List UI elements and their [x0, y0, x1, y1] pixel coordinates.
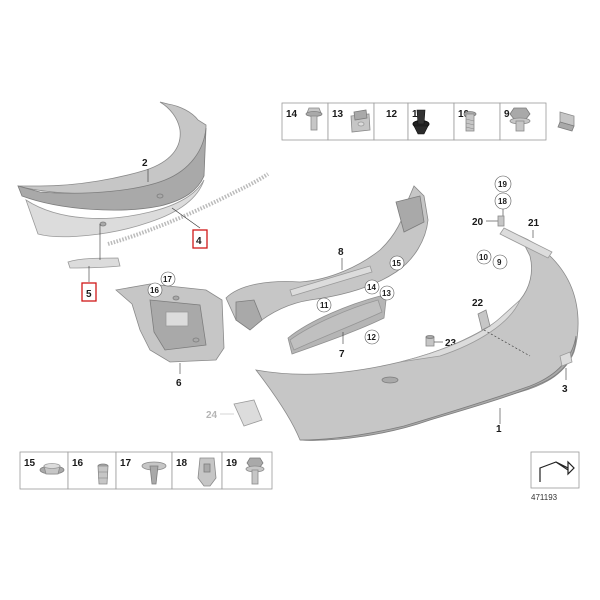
- label-18-callout: 18: [498, 197, 507, 206]
- clip-part-20[interactable]: [497, 215, 505, 227]
- strip-part-21[interactable]: [499, 227, 553, 259]
- clip-nut-icon: [350, 109, 371, 133]
- bumper-cover-part-1[interactable]: [255, 235, 579, 441]
- fastener-cell-17[interactable]: [115, 451, 173, 490]
- label-11-callout: 11: [320, 301, 329, 310]
- fastener-label-18: 18: [176, 458, 188, 469]
- label-4: 4: [196, 236, 202, 247]
- label-7: 7: [339, 349, 345, 360]
- tow-hook-cover-part-24[interactable]: [233, 399, 263, 427]
- circle-12: [364, 329, 380, 345]
- label-17-callout: 17: [163, 275, 172, 284]
- circle-19: [494, 175, 512, 193]
- bumper-cover-part-2[interactable]: [17, 101, 207, 238]
- circle-17: [160, 271, 176, 287]
- label-16-callout: 16: [150, 286, 159, 295]
- flange-screw-icon: [305, 107, 323, 131]
- nut-part-23[interactable]: [425, 335, 435, 347]
- fastener-label-12: 12: [386, 109, 398, 120]
- label-14-callout: 14: [367, 283, 376, 292]
- highlight-box-4: [192, 229, 208, 249]
- label-2: 2: [142, 158, 148, 169]
- label-5: 5: [86, 289, 92, 300]
- fastener-label-13: 13: [332, 109, 344, 120]
- label-19-callout: 19: [498, 180, 507, 189]
- label-22: 22: [472, 298, 484, 309]
- fastener-cell-14[interactable]: [281, 102, 329, 141]
- bracket-part-6[interactable]: [115, 283, 225, 363]
- label-8: 8: [338, 247, 344, 258]
- trim-strip-part-4[interactable]: [107, 172, 270, 246]
- circle-11: [316, 297, 332, 313]
- label-1: 1: [496, 424, 502, 435]
- reference-box: [530, 451, 580, 489]
- screw-clip-icon: [97, 463, 109, 485]
- expanding-rivet-icon: [412, 109, 430, 135]
- screw-icon: [463, 111, 477, 132]
- label-12-callout: 12: [367, 333, 376, 342]
- bracket-part-22[interactable]: [477, 309, 491, 331]
- top-fastener-strip: 14 13 12 11 10 9: [281, 102, 575, 141]
- fastener-cell-12[interactable]: [373, 102, 409, 141]
- circle-14: [364, 279, 380, 295]
- diffuser-part-7[interactable]: [287, 295, 387, 355]
- fir-tree-clip-icon: [141, 461, 167, 485]
- circle-16: [147, 282, 163, 298]
- spreader-nut-icon: [197, 457, 217, 487]
- carrier-part-8[interactable]: [225, 185, 429, 331]
- label-13-callout: 13: [382, 289, 391, 298]
- push-nut-icon: [39, 463, 65, 475]
- label-24: 24: [206, 410, 218, 421]
- circle-9: [492, 254, 508, 270]
- bottom-fastener-strip: 15 16 17 18 19: [19, 451, 273, 490]
- circle-13: [379, 285, 395, 301]
- fastener-label-15: 15: [24, 458, 36, 469]
- fastener-label-19: 19: [226, 458, 238, 469]
- highlight-box-5: [81, 282, 97, 302]
- label-20: 20: [472, 217, 484, 228]
- fastener-cell-10[interactable]: [453, 102, 501, 141]
- label-10-callout: 10: [479, 253, 488, 262]
- label-3: 3: [562, 384, 568, 395]
- circle-10: [476, 249, 492, 265]
- label-21: 21: [528, 218, 540, 229]
- label-6: 6: [176, 378, 182, 389]
- fastener-label-14: 14: [286, 109, 298, 120]
- hex-flange-bolt-icon: [245, 457, 265, 485]
- fastener-label-17: 17: [120, 458, 132, 469]
- fastener-label-9: 9: [504, 109, 510, 120]
- hex-nut-icon: [509, 107, 531, 132]
- label-9-callout: 9: [497, 258, 502, 267]
- spring-nut-icon: [557, 111, 575, 132]
- orientation-arrow-icon: [539, 460, 575, 482]
- reflector-trim-part-5[interactable]: [67, 257, 121, 269]
- reference-number: 471193: [531, 493, 558, 502]
- fastener-label-16: 16: [72, 458, 84, 469]
- label-23: 23: [445, 338, 457, 349]
- clip-part-3[interactable]: [559, 351, 573, 367]
- reference-frame: [530, 451, 580, 489]
- circle-15: [389, 255, 405, 271]
- label-15-callout: 15: [392, 259, 401, 268]
